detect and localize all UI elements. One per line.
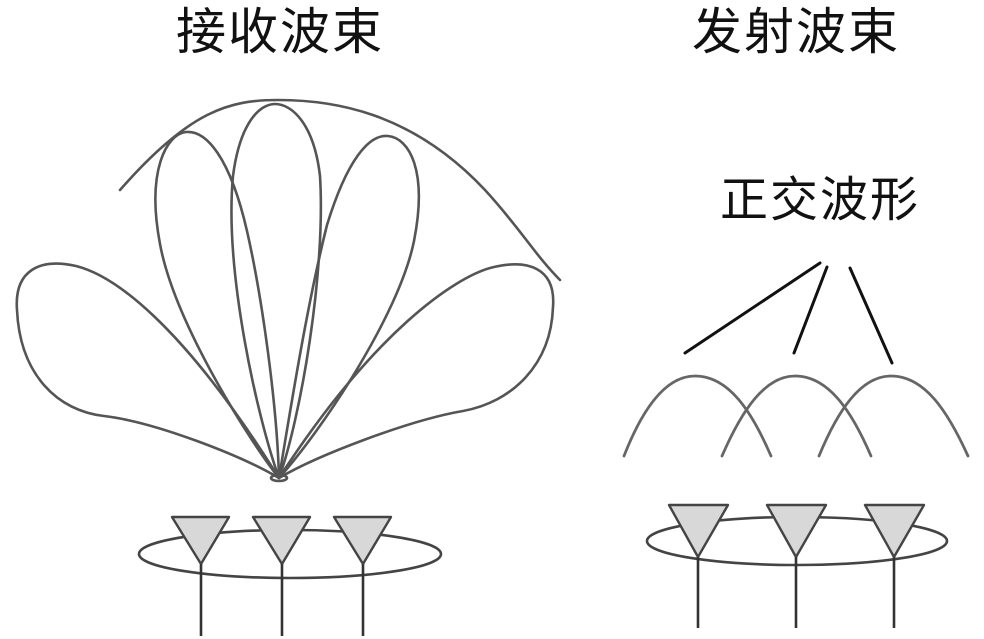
transmit-antenna-array bbox=[645, 503, 949, 628]
orthogonal-pointer-right bbox=[848, 266, 894, 365]
antenna-element-icon bbox=[170, 515, 231, 566]
receive-antenna-1 bbox=[170, 515, 231, 636]
orthogonal-pointer-left bbox=[683, 261, 822, 355]
receive-antenna-3 bbox=[332, 515, 393, 636]
transmit-beam-title: 发射波束 bbox=[692, 3, 900, 61]
antenna-element-icon bbox=[332, 515, 393, 566]
antenna-element-icon bbox=[667, 503, 730, 559]
orthogonal-wave-1 bbox=[622, 374, 773, 458]
receive-antenna-2 bbox=[251, 515, 312, 636]
antenna-element-icon bbox=[863, 503, 926, 559]
receive-center-beam bbox=[230, 102, 323, 480]
receive-beam-pattern bbox=[15, 98, 562, 483]
receive-center-left-beam bbox=[154, 130, 281, 480]
receive-beam-title: 接收波束 bbox=[176, 3, 384, 61]
orthogonal-wave-2 bbox=[720, 374, 873, 458]
receive-beam-origin bbox=[269, 473, 289, 483]
orthogonal-pointer-middle bbox=[792, 265, 829, 355]
antenna-element-icon bbox=[765, 503, 828, 559]
orthogonal-waveform-label: 正交波形 bbox=[720, 172, 921, 228]
transmit-waveforms bbox=[622, 261, 970, 458]
transmit-antenna-2 bbox=[765, 503, 828, 628]
receive-left-beam bbox=[15, 262, 281, 480]
receive-envelope-beam bbox=[118, 98, 562, 282]
receive-center-right-beam bbox=[277, 134, 421, 480]
receive-right-beam bbox=[277, 263, 555, 480]
receive-antenna-array bbox=[137, 515, 443, 636]
orthogonal-wave-3 bbox=[817, 374, 970, 458]
antenna-element-icon bbox=[251, 515, 312, 566]
transmit-antenna-3 bbox=[863, 503, 926, 628]
transmit-antenna-1 bbox=[667, 503, 730, 628]
